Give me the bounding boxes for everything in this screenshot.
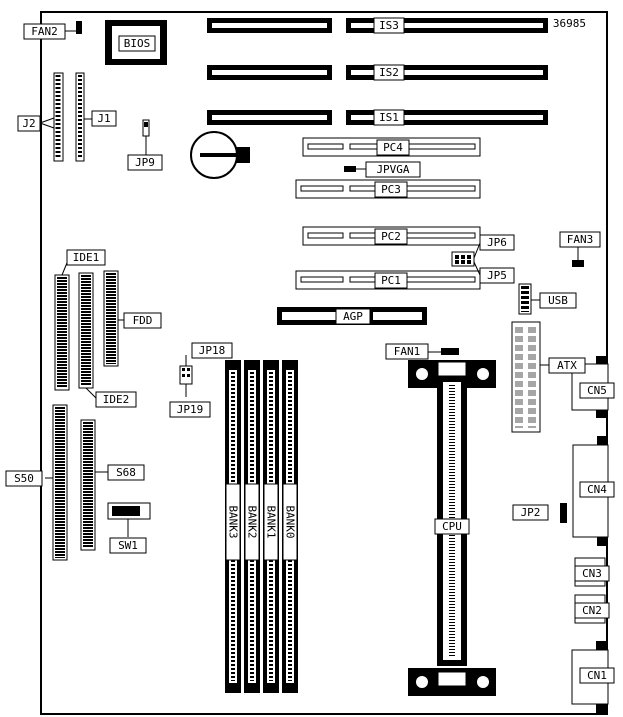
label-cn1: CN1 [579,667,615,684]
label-cn2: CN2 [574,602,610,619]
svg-text:IS2: IS2 [379,66,399,79]
label-s50: S50 [5,470,43,487]
svg-text:JP5: JP5 [487,269,507,282]
svg-text:BANK1: BANK1 [265,505,278,538]
fan1-connector [441,348,459,355]
svg-text:PC2: PC2 [381,230,401,243]
label-fan1: FAN1 [385,343,429,360]
label-pc2: PC2 [374,228,408,245]
fdd-header [103,270,119,367]
ide1-header [54,274,70,391]
label-fan3: FAN3 [559,231,601,248]
svg-text:S50: S50 [14,472,34,485]
svg-text:PC1: PC1 [381,274,401,287]
svg-text:CN2: CN2 [582,604,602,617]
label-bank3: BANK3 [225,483,241,561]
label-jp2: JP2 [512,504,549,521]
part-number: 36985 [553,17,586,30]
label-j1: J1 [91,110,117,127]
svg-text:FAN1: FAN1 [394,345,421,358]
label-agp: AGP [335,308,371,325]
ide2-header [78,272,94,389]
label-cn3: CN3 [574,565,610,582]
label-jp5: JP5 [479,267,515,284]
svg-text:AGP: AGP [343,310,363,323]
svg-text:CN3: CN3 [582,567,602,580]
label-ide2: IDE2 [95,391,137,408]
label-jp19: JP19 [169,401,211,418]
label-bank1: BANK1 [263,483,279,561]
jpvga-jumper [344,166,356,172]
s68-connector [80,419,96,551]
fan3-connector [572,260,584,267]
svg-text:CN5: CN5 [587,384,607,397]
jp2-jumper [560,503,567,523]
label-jp6: JP6 [479,234,515,251]
svg-text:IDE2: IDE2 [103,393,130,406]
atx-power-connector [511,321,541,433]
leader-lines [39,30,579,537]
svg-text:S68: S68 [116,466,136,479]
svg-text:IDE1: IDE1 [73,251,100,264]
svg-text:JP18: JP18 [199,344,226,357]
jp18-jp19-jumper [179,365,193,385]
label-pc1: PC1 [374,272,408,289]
label-j2: J2 [17,115,41,132]
svg-text:JP9: JP9 [135,156,155,169]
svg-text:IS1: IS1 [379,111,399,124]
board-outline [40,11,608,715]
label-cn5: CN5 [579,382,615,399]
j1-header [75,72,85,162]
label-is3: IS3 [373,17,405,34]
svg-text:SW1: SW1 [118,539,138,552]
label-bank2: BANK2 [244,483,260,561]
battery [190,131,250,179]
label-bios: BIOS [118,35,156,52]
label-sw1: SW1 [109,537,147,554]
svg-text:CN4: CN4 [587,483,607,496]
label-pc4: PC4 [376,139,410,156]
label-jp18: JP18 [191,342,233,359]
svg-text:USB: USB [548,294,568,307]
svg-text:BANK2: BANK2 [246,505,259,538]
label-cpu: CPU [434,518,470,535]
svg-text:ATX: ATX [557,359,577,372]
label-jp9: JP9 [127,154,163,171]
svg-text:BANK0: BANK0 [284,505,297,538]
svg-text:CPU: CPU [442,520,462,533]
svg-text:JPVGA: JPVGA [376,163,409,176]
label-fdd: FDD [123,312,162,329]
label-ide1: IDE1 [66,249,106,266]
svg-text:PC4: PC4 [383,141,403,154]
svg-text:PC3: PC3 [381,183,401,196]
svg-text:J2: J2 [22,117,35,130]
svg-text:J1: J1 [97,112,110,125]
fan2-connector [76,21,82,34]
svg-text:CN1: CN1 [587,669,607,682]
label-is1: IS1 [373,109,405,126]
label-s68: S68 [107,464,145,481]
svg-text:FAN3: FAN3 [567,233,594,246]
s50-connector [52,404,68,561]
svg-text:FDD: FDD [133,314,153,327]
svg-text:BANK3: BANK3 [227,505,240,538]
svg-text:JP19: JP19 [177,403,204,416]
j2-header [53,72,64,162]
svg-text:JP2: JP2 [521,506,541,519]
label-bank0: BANK0 [282,483,298,561]
svg-text:BIOS: BIOS [124,37,151,50]
label-pc3: PC3 [374,181,408,198]
label-fan2: FAN2 [23,23,66,40]
label-usb: USB [539,292,577,309]
label-cn4: CN4 [579,481,615,498]
svg-text:JP6: JP6 [487,236,507,249]
svg-text:FAN2: FAN2 [31,25,58,38]
label-atx: ATX [548,357,586,374]
label-is2: IS2 [373,64,405,81]
svg-text:IS3: IS3 [379,19,399,32]
label-jpvga: JPVGA [365,161,421,178]
